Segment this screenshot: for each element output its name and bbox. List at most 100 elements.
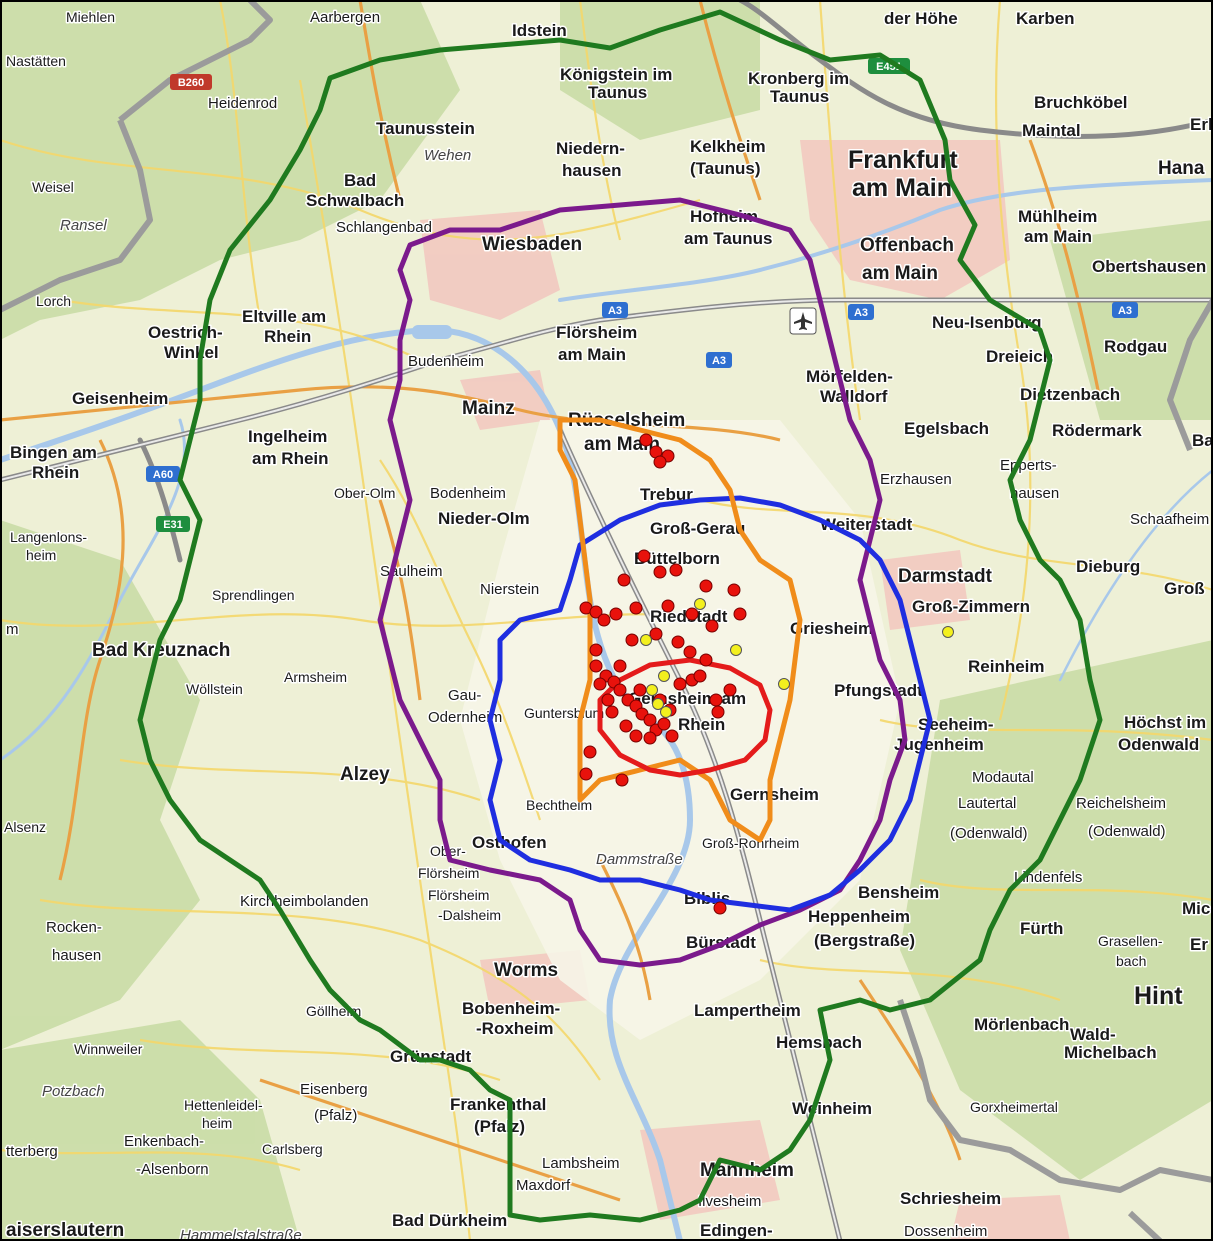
yellow-marker[interactable] [694,598,706,610]
red-marker[interactable] [579,767,593,781]
place-label-dossenheim: Dossenheim [904,1223,987,1240]
place-label-offenbach-am-main: am Main [862,263,938,284]
red-marker[interactable] [601,693,615,707]
red-marker[interactable] [589,643,603,657]
road-shield-label: A3 [608,305,622,317]
red-marker[interactable] [643,713,657,727]
place-label-heidenrod: Heidenrod [208,95,277,112]
red-marker[interactable] [609,607,623,621]
yellow-marker[interactable] [942,626,954,638]
place-label-neu-isenburg: Neu-Isenburg [932,313,1042,332]
place-label-hint: Hint [1134,982,1183,1010]
red-marker[interactable] [727,583,741,597]
place-label-schriesheim: Schriesheim [900,1189,1001,1208]
place-label-alsenz: Alsenz [4,819,46,835]
red-marker[interactable] [683,645,697,659]
red-marker[interactable] [613,683,627,697]
red-marker[interactable] [673,677,687,691]
red-marker[interactable] [617,573,631,587]
place-label-floersheim: Flörsheim [556,323,637,342]
yellow-marker[interactable] [730,644,742,656]
yellow-marker[interactable] [778,678,790,690]
red-marker[interactable] [711,705,725,719]
red-marker[interactable] [653,455,667,469]
yellow-marker[interactable] [658,670,670,682]
red-marker[interactable] [713,901,727,915]
red-marker[interactable] [615,773,629,787]
red-marker[interactable] [709,693,723,707]
red-marker[interactable] [661,599,675,613]
red-marker[interactable] [593,677,607,691]
red-marker[interactable] [733,607,747,621]
red-marker[interactable] [705,619,719,633]
place-label-ingelheim-rhein: am Rhein [252,449,329,468]
red-marker[interactable] [639,433,653,447]
road-shield-e31: E31 [156,516,190,532]
road-shield-a3-2: A3 [706,352,732,368]
red-marker[interactable] [589,605,603,619]
place-label-sprendlingen: Sprendlingen [212,587,295,603]
red-marker[interactable] [637,549,651,563]
red-marker[interactable] [625,633,639,647]
red-marker[interactable] [657,717,671,731]
place-label-maintal: Maintal [1022,121,1081,140]
red-marker[interactable] [583,745,597,759]
red-marker[interactable] [699,579,713,593]
place-label-gruenstadt: Grünstadt [390,1047,472,1066]
red-marker[interactable] [643,731,657,745]
main-roads [0,0,1102,1202]
place-label-eisenberg: Eisenberg [300,1081,368,1098]
road-shield-label: A3 [854,307,868,319]
road-shield-label: E31 [163,519,183,531]
place-label-nastaetten: Nastätten [6,53,66,69]
red-marker[interactable] [649,627,663,641]
place-label-floersheim-dalsheim-2: -Dalsheim [438,907,501,923]
red-marker[interactable] [685,607,699,621]
red-marker[interactable] [589,659,603,673]
place-label-heppenheim: Heppenheim [808,907,910,926]
place-label-muehlheim-am-main: am Main [1024,227,1092,246]
yellow-marker[interactable] [652,698,664,710]
red-marker[interactable] [629,601,643,615]
place-label-armsheim: Armsheim [284,669,347,685]
place-label-woellstein: Wöllstein [186,681,243,697]
place-label-bruchkoebel: Bruchköbel [1034,93,1128,112]
place-label-langenlonsheim: Langenlons- [10,529,87,545]
place-label-frankenthal: Frankenthal [450,1095,546,1114]
place-label-roedermark: Rödermark [1052,421,1142,440]
place-label-alzey: Alzey [340,764,390,785]
red-marker[interactable] [669,563,683,577]
red-marker[interactable] [597,613,611,627]
place-label-miehlen: Miehlen [66,9,115,25]
red-marker[interactable] [653,565,667,579]
place-label-grasellenbach: Grasellen- [1098,933,1163,949]
place-label-schaafheim: Schaafheim [1130,511,1209,528]
red-marker[interactable] [699,653,713,667]
place-label-erzhausen: Erzhausen [880,471,952,488]
place-label-gross-gerau: Groß-Gerau [650,519,745,538]
red-marker[interactable] [633,683,647,697]
yellow-marker[interactable] [646,684,658,696]
red-marker[interactable] [619,719,633,733]
place-label-mainz: Mainz [462,398,515,419]
red-marker[interactable] [629,729,643,743]
road-shield-label: A3 [1118,305,1132,317]
place-label-moerfelden: Mörfelden- [806,367,893,386]
red-marker[interactable] [613,659,627,673]
place-label-ober-olm: Ober-Olm [334,485,395,501]
place-label-otterberg: tterberg [6,1143,58,1160]
yellow-marker[interactable] [660,706,672,718]
red-marker[interactable] [665,729,679,743]
red-marker[interactable] [671,635,685,649]
red-marker[interactable] [693,669,707,683]
place-label-gernsheim: Gernsheim [730,785,819,804]
place-label-hana: Hana [1158,158,1205,179]
red-marker[interactable] [723,683,737,697]
place-label-langenlonsheim-2: heim [26,547,56,563]
place-label-guntersblum: Guntersblum [524,705,604,721]
yellow-marker[interactable] [640,634,652,646]
red-marker[interactable] [605,705,619,719]
